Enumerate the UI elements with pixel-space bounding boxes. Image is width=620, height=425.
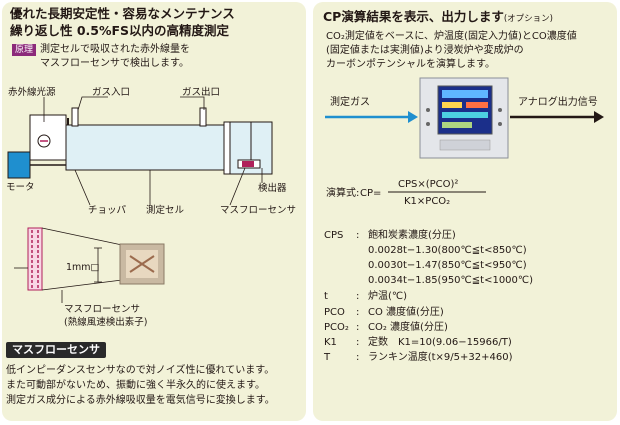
label-size: 1mm□ — [66, 262, 100, 273]
sensor-element-drawing — [27, 227, 43, 291]
massflow-sensor-mark — [242, 161, 254, 167]
def-sep-5: : — [356, 307, 360, 318]
desc-line1: 低インピーダンスセンサなので対ノイズ性に優れています。 — [6, 365, 275, 376]
principle-line1: 測定セルで吸収された赤外線量を — [40, 44, 190, 55]
formula-label: 演算式: — [326, 188, 360, 199]
intro-line2: (固定値または実測値)より浸炭炉や変成炉の — [326, 45, 524, 56]
def-text-6: CO₂ 濃度値(分圧) — [368, 322, 448, 333]
def-sep-6: : — [356, 322, 360, 333]
def-sym-0: CPS — [324, 230, 344, 241]
principle-line2: マスフローセンサで検出します。 — [40, 58, 189, 69]
def-sep-7: : — [356, 337, 360, 348]
label-massflow-sensor: マスフローセンサ — [220, 205, 297, 216]
def-sym-4: t — [324, 291, 328, 302]
left-title-line2: 繰り返し性 0.5%FS以内の高精度測定 — [10, 23, 230, 38]
principle-tag: 原理 — [12, 44, 37, 56]
label-sensor-line2: (熱線風速検出素子) — [64, 317, 148, 328]
desc-line2: また可動部がないため、振動に強く半永久的に使えます。 — [6, 380, 265, 391]
def-sym-8: T — [324, 352, 331, 363]
gas-outlet-pipe — [199, 107, 207, 127]
def-text-3: 0.0034t−1.85(950℃≦t<1000℃) — [368, 275, 534, 286]
measurement-cell — [65, 124, 225, 171]
formula-lhs: CP= — [360, 188, 382, 199]
label-chopper: チョッパ — [88, 205, 127, 216]
label-gas-inlet: ガス入口 — [92, 87, 131, 98]
intro-line1: CO₂測定値をベースに、炉温度(固定入力値)とCO濃度値 — [326, 31, 577, 42]
def-sym-6: PCO₂ — [324, 322, 349, 333]
desc-line3: 測定ガス成分による赤外線吸収量を電気信号に変換します。 — [6, 395, 275, 406]
def-sym-7: K1 — [324, 337, 337, 348]
label-gas-outlet: ガス出口 — [182, 87, 221, 98]
formula-numerator: CPS×(PCO)² — [398, 179, 459, 190]
right-title: CP演算結果を表示、出力します(オプション) — [323, 8, 553, 28]
def-sym-5: PCO — [324, 307, 345, 318]
def-text-7: 定数 K1=10(9.06−15966/T) — [368, 337, 512, 348]
def-sep-0: : — [356, 230, 360, 241]
label-motor: モータ — [6, 182, 35, 193]
intro-line3: カーボンポテンシャルを演算します。 — [326, 59, 495, 70]
massflow-section-tag: マスフローセンサ — [6, 342, 106, 358]
right-panel — [313, 2, 617, 421]
formula-denominator: K1×PCO₂ — [404, 196, 451, 207]
def-text-1: 0.0028t−1.30(800℃≦t<850℃) — [368, 245, 527, 256]
def-text-2: 0.0030t−1.47(850℃≦t<950℃) — [368, 260, 527, 271]
left-title-line1: 優れた長期安定性・容易なメンテナンス — [10, 6, 235, 21]
label-cell: 測定セル — [146, 205, 185, 216]
label-sensor-line1: マスフローセンサ — [64, 304, 141, 315]
def-text-5: CO 濃度値(分圧) — [368, 307, 444, 318]
label-analog-output: アナログ出力信号 — [518, 97, 598, 108]
gas-inlet-pipe — [71, 107, 79, 127]
right-title-note: (オプション) — [503, 14, 553, 24]
def-text-0: 飽和炭素濃度(分圧) — [368, 230, 456, 241]
def-sep-4: : — [356, 291, 360, 302]
label-measured-gas: 測定ガス — [330, 97, 370, 108]
label-detector: 検出器 — [258, 183, 287, 194]
right-title-main: CP演算結果を表示、出力します — [323, 9, 504, 24]
def-sep-8: : — [356, 352, 360, 363]
def-text-8: ランキン温度(t×9/5+32+460) — [368, 352, 513, 363]
label-ir-source: 赤外線光源 — [8, 87, 56, 98]
def-text-4: 炉温(℃) — [368, 291, 408, 302]
